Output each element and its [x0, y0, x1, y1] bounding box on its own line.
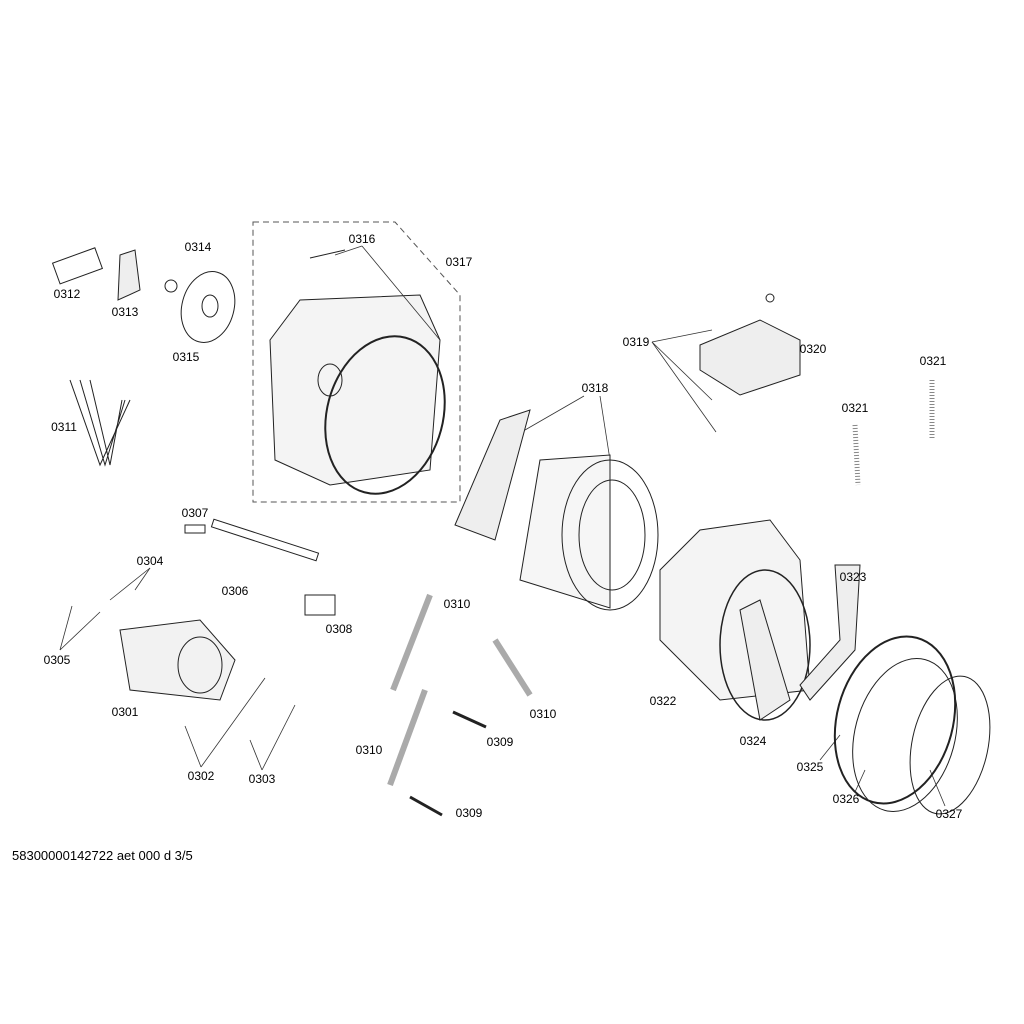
part-0306-heater — [210, 518, 320, 562]
leader-lines — [59, 245, 946, 807]
part-label: 0312 — [53, 287, 81, 301]
part-label: 0315 — [172, 350, 200, 364]
part-label: 0319 — [622, 335, 650, 349]
part-0320 — [699, 319, 801, 396]
part-0310-c — [492, 638, 533, 697]
part-0325-gasket — [833, 635, 957, 805]
part-0309-a — [452, 710, 487, 729]
part-0324 — [739, 599, 791, 721]
part-0323 — [799, 564, 861, 701]
part-label: 0327 — [935, 807, 963, 821]
part-label: 0313 — [111, 305, 139, 319]
part-0313 — [117, 249, 141, 301]
part-label: 0316 — [348, 232, 376, 246]
part-label: 0307 — [181, 506, 209, 520]
part-label: 0321 — [919, 354, 947, 368]
part-0310-b — [387, 688, 428, 787]
part-label: 0303 — [248, 772, 276, 786]
part-label: 0302 — [187, 769, 215, 783]
part-label: 0314 — [184, 240, 212, 254]
part-label: 0310 — [355, 743, 383, 757]
part-0314 — [164, 279, 178, 293]
part-0315-pulley — [180, 271, 236, 343]
part-label: 0311 — [51, 420, 77, 434]
part-label: 0322 — [649, 694, 677, 708]
part-0310-a — [390, 593, 433, 692]
part-label: 0308 — [325, 622, 353, 636]
part-0312 — [51, 247, 104, 285]
part-0307 — [184, 524, 206, 534]
part-label: 0301 — [111, 705, 139, 719]
part-label: 0305 — [43, 653, 71, 667]
part-0319-nut — [765, 293, 775, 303]
group-outline-0317 — [252, 221, 461, 503]
part-label: 0320 — [799, 342, 827, 356]
tub-rear-part — [269, 249, 446, 495]
part-0326-clamp — [852, 658, 958, 812]
part-label: 0309 — [455, 806, 483, 820]
part-label: 0325 — [796, 760, 824, 774]
part-label: 0318 — [581, 381, 609, 395]
part-0309-b — [409, 795, 443, 817]
part-label: 0317 — [445, 255, 473, 269]
part-0318-drum — [454, 409, 659, 611]
part-label: 0310 — [443, 597, 471, 611]
part-0321-spring-b — [852, 424, 861, 486]
part-label: 0323 — [839, 570, 867, 584]
part-label: 0324 — [739, 734, 767, 748]
part-label: 0306 — [221, 584, 249, 598]
part-label: 0326 — [832, 792, 860, 806]
part-label: 0310 — [529, 707, 557, 721]
part-label: 0321 — [841, 401, 869, 415]
drawing-reference-footer: 58300000142722 aet 000 d 3/5 — [12, 848, 193, 863]
part-0301-motor — [119, 619, 236, 701]
part-label: 0304 — [136, 554, 164, 568]
part-label: 0309 — [486, 735, 514, 749]
part-0308 — [304, 594, 336, 616]
part-0311-belt — [69, 379, 131, 467]
part-0327-ring — [909, 675, 991, 815]
